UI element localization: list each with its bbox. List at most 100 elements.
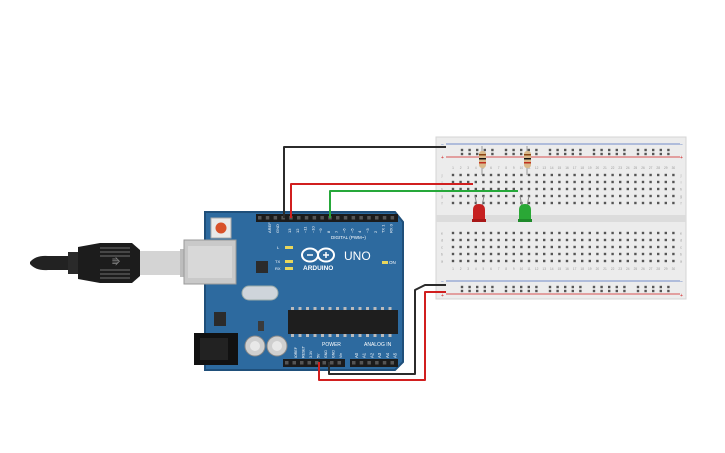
breadboard-hole[interactable]: [600, 289, 603, 293]
breadboard-hole[interactable]: [571, 148, 574, 152]
breadboard-hole[interactable]: [603, 187, 607, 191]
breadboard-hole[interactable]: [550, 173, 553, 177]
breadboard-hole[interactable]: [543, 194, 546, 198]
breadboard-hole[interactable]: [550, 201, 553, 205]
breadboard-hole[interactable]: [535, 180, 538, 184]
breadboard-hole[interactable]: [497, 259, 500, 263]
breadboard-hole[interactable]: [504, 289, 508, 293]
breadboard-hole[interactable]: [657, 173, 660, 177]
header-pin-hole[interactable]: [336, 216, 340, 220]
led-red-icon[interactable]: [472, 195, 486, 222]
breadboard-hole[interactable]: [467, 231, 470, 235]
breadboard-hole[interactable]: [611, 259, 614, 263]
breadboard-hole[interactable]: [512, 231, 515, 235]
breadboard-hole[interactable]: [649, 180, 652, 184]
breadboard-hole[interactable]: [672, 259, 675, 263]
breadboard-hole[interactable]: [504, 152, 508, 156]
breadboard-hole[interactable]: [497, 173, 500, 177]
breadboard-hole[interactable]: [641, 245, 645, 249]
breadboard-hole[interactable]: [634, 231, 637, 235]
breadboard-hole[interactable]: [652, 289, 655, 293]
breadboard-hole[interactable]: [672, 238, 675, 242]
breadboard-hole[interactable]: [468, 148, 471, 152]
breadboard-hole[interactable]: [548, 285, 552, 289]
breadboard-hole[interactable]: [626, 238, 629, 242]
breadboard-hole[interactable]: [588, 180, 591, 184]
breadboard-hole[interactable]: [596, 187, 599, 191]
breadboard-hole[interactable]: [626, 180, 629, 184]
breadboard-hole[interactable]: [535, 148, 538, 152]
breadboard-hole[interactable]: [482, 245, 485, 249]
breadboard-hole[interactable]: [489, 231, 493, 235]
breadboard-hole[interactable]: [664, 245, 667, 249]
breadboard-hole[interactable]: [619, 201, 622, 205]
breadboard-hole[interactable]: [550, 245, 553, 249]
breadboard-hole[interactable]: [641, 252, 645, 256]
breadboard-hole[interactable]: [581, 201, 584, 205]
breadboard-hole[interactable]: [619, 245, 622, 249]
breadboard-hole[interactable]: [623, 285, 626, 289]
breadboard-hole[interactable]: [649, 194, 652, 198]
breadboard-hole[interactable]: [649, 201, 652, 205]
breadboard-hole[interactable]: [659, 285, 662, 289]
breadboard-hole[interactable]: [482, 180, 485, 184]
breadboard-hole[interactable]: [619, 259, 622, 263]
breadboard-hole[interactable]: [588, 238, 591, 242]
breadboard-hole[interactable]: [603, 245, 607, 249]
breadboard-hole[interactable]: [483, 148, 486, 152]
breadboard-hole[interactable]: [474, 187, 477, 191]
breadboard-hole[interactable]: [615, 285, 618, 289]
breadboard-hole[interactable]: [459, 201, 462, 205]
breadboard-hole[interactable]: [451, 238, 455, 242]
breadboard-hole[interactable]: [482, 259, 485, 263]
breadboard-hole[interactable]: [664, 187, 667, 191]
breadboard-hole[interactable]: [592, 148, 596, 152]
breadboard-hole[interactable]: [564, 152, 567, 156]
breadboard-hole[interactable]: [489, 238, 493, 242]
breadboard-hole[interactable]: [489, 180, 493, 184]
header-pin-hole[interactable]: [297, 216, 301, 220]
breadboard-hole[interactable]: [644, 148, 647, 152]
breadboard-hole[interactable]: [467, 245, 470, 249]
breadboard-hole[interactable]: [641, 259, 645, 263]
breadboard-hole[interactable]: [664, 238, 667, 242]
breadboard-hole[interactable]: [619, 194, 622, 198]
breadboard-hole[interactable]: [611, 173, 614, 177]
breadboard-hole[interactable]: [491, 148, 494, 152]
wire-red-5v-bottom[interactable]: [318, 291, 446, 381]
breadboard-hole[interactable]: [527, 231, 531, 235]
breadboard-hole[interactable]: [571, 289, 574, 293]
breadboard-hole[interactable]: [558, 245, 561, 249]
breadboard-hole[interactable]: [474, 259, 477, 263]
header-pin-hole[interactable]: [367, 361, 371, 365]
breadboard-hole[interactable]: [489, 245, 493, 249]
breadboard-hole[interactable]: [451, 231, 455, 235]
breadboard-hole[interactable]: [460, 285, 464, 289]
breadboard-hole[interactable]: [611, 231, 614, 235]
breadboard-hole[interactable]: [451, 187, 455, 191]
breadboard-hole[interactable]: [548, 289, 552, 293]
breadboard-hole[interactable]: [451, 201, 455, 205]
breadboard-hole[interactable]: [573, 252, 576, 256]
header-pin-hole[interactable]: [265, 216, 270, 220]
breadboard-hole[interactable]: [543, 259, 546, 263]
header-pin-hole[interactable]: [390, 361, 395, 365]
breadboard-hole[interactable]: [468, 285, 471, 289]
breadboard-hole[interactable]: [497, 238, 500, 242]
breadboard-hole[interactable]: [451, 259, 455, 263]
breadboard-hole[interactable]: [512, 152, 515, 156]
breadboard-hole[interactable]: [634, 194, 637, 198]
power-header[interactable]: [283, 359, 345, 367]
breadboard-hole[interactable]: [474, 238, 477, 242]
breadboard-hole[interactable]: [505, 252, 508, 256]
breadboard-hole[interactable]: [535, 194, 538, 198]
breadboard-hole[interactable]: [573, 194, 576, 198]
breadboard-hole[interactable]: [558, 194, 561, 198]
breadboard-hole[interactable]: [596, 259, 599, 263]
breadboard-hole[interactable]: [489, 194, 493, 198]
breadboard-hole[interactable]: [611, 245, 614, 249]
breadboard-hole[interactable]: [535, 285, 538, 289]
breadboard-hole[interactable]: [548, 148, 552, 152]
breadboard-hole[interactable]: [520, 148, 523, 152]
